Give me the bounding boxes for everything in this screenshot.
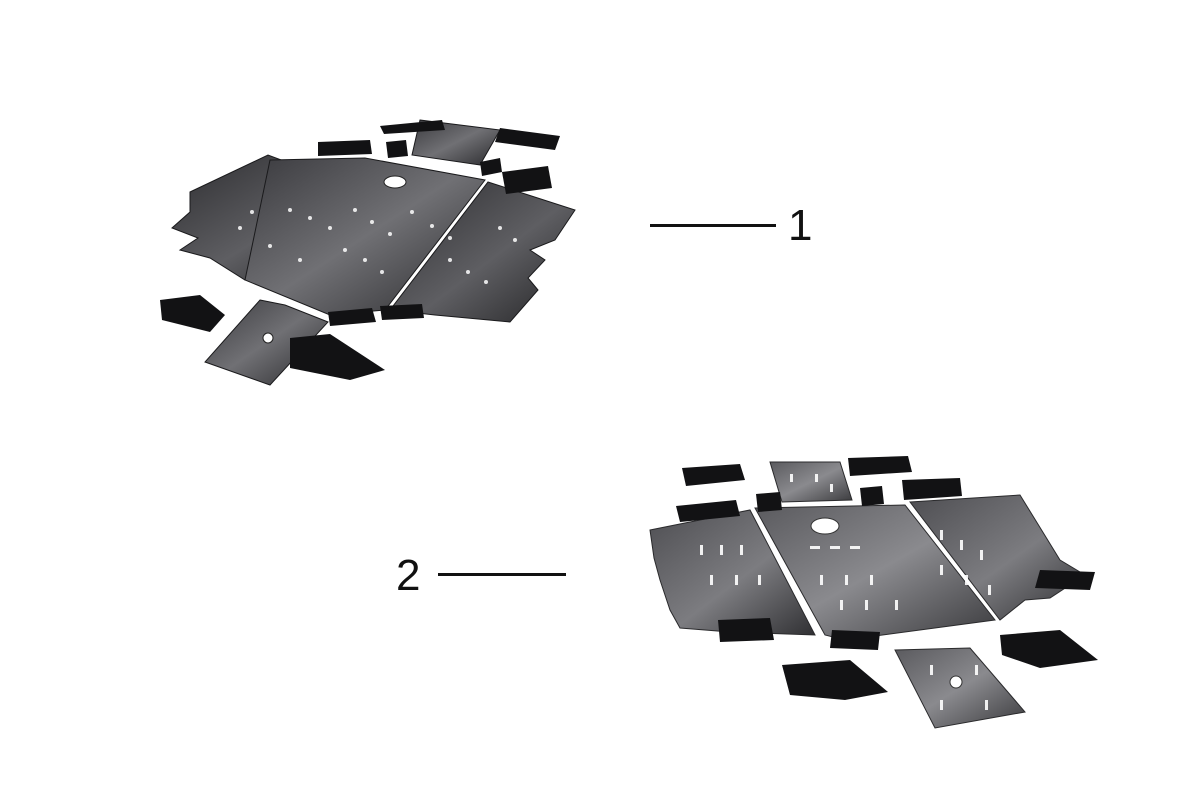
skid-plate-kit-1-image <box>150 100 590 400</box>
bracket-side-right <box>1035 570 1095 590</box>
bracket-rear-right <box>1000 630 1098 668</box>
skid-plate-kit-2-illustration <box>649 456 1098 729</box>
bracket-small-1 <box>386 140 408 158</box>
bracket-small-2 <box>480 158 502 176</box>
bracket-top-right <box>848 456 912 476</box>
bracket-center-right <box>502 166 552 194</box>
bracket-bottom-2 <box>830 630 880 650</box>
center-floor-plate <box>754 504 996 641</box>
bracket-top-left <box>380 120 445 134</box>
callout-1-leader-line <box>650 224 776 227</box>
front-top-plate <box>769 461 853 503</box>
bracket-rear-left <box>782 660 888 700</box>
skid-plate-kit-1-illustration <box>160 119 576 386</box>
skid-plate-kit-2-image <box>640 450 1110 750</box>
bracket-mid-left <box>676 500 740 522</box>
bracket-top-left <box>682 464 745 486</box>
callout-2-leader-line <box>438 573 566 576</box>
bracket-rear-right <box>290 334 385 380</box>
callout-1-label: 1 <box>788 201 813 250</box>
bracket-center-left <box>318 140 372 156</box>
bracket-bottom-2 <box>380 304 424 320</box>
front-top-plate <box>411 119 501 166</box>
bracket-bottom-1 <box>328 308 376 326</box>
bracket-top-right <box>495 128 560 150</box>
bracket-small-1 <box>756 492 782 512</box>
bracket-bottom-1 <box>718 618 774 642</box>
bracket-small-2 <box>860 486 884 506</box>
rear-bottom-plate <box>894 647 1026 729</box>
callout-2-label: 2 <box>396 551 421 600</box>
bracket-rear-left <box>160 295 225 332</box>
left-floor-plate <box>649 509 816 636</box>
bracket-mid-right <box>902 478 962 500</box>
